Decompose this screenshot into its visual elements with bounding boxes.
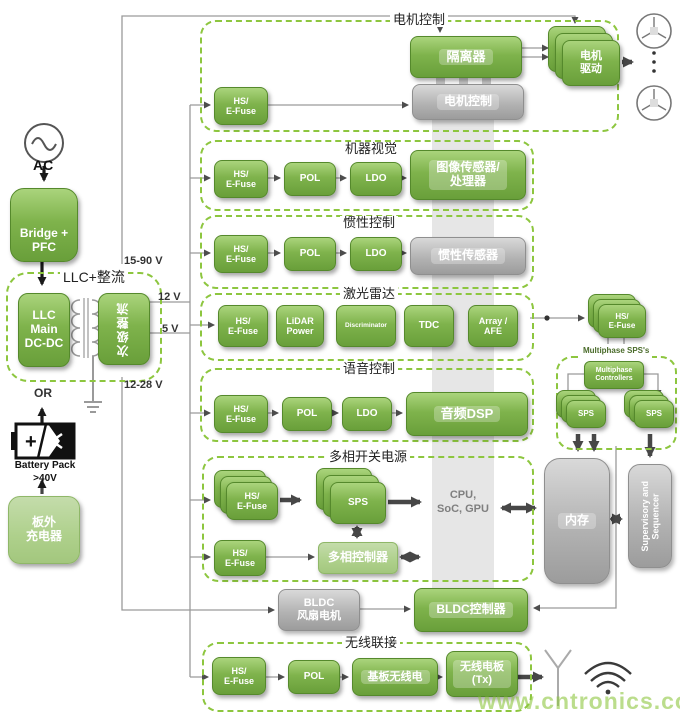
ground-icon (84, 356, 102, 413)
bldc-controller-label: BLDC控制器 (429, 602, 513, 618)
watermark: www.cntronics.com (478, 688, 680, 714)
antenna-icon (544, 649, 572, 706)
sps-block: SPS (330, 482, 386, 524)
or-label: OR (34, 386, 52, 400)
label-inertial-section: 惯性控制 (340, 216, 399, 230)
bold-arrows (280, 56, 656, 683)
voltage-12: 12 V (158, 291, 181, 303)
multiphase-efuse-stack-block: HS/ E-Fuse (226, 482, 278, 520)
inertial-pol-block: POL (284, 237, 336, 271)
supervisor-sequencer-label: Supervisory and Sequencer (639, 480, 660, 552)
wireless-pol-block: POL (288, 660, 340, 694)
isolator-connector-stubs (436, 74, 491, 86)
voice-pol-block: POL (282, 397, 332, 431)
wireless-efuse-block: HS/ E-Fuse (212, 657, 266, 695)
supervisor-sequencer-block: Supervisory and Sequencer (628, 464, 672, 568)
row-wires (264, 44, 662, 681)
inertial-ldo-block: LDO (350, 237, 402, 271)
label-lidar-section: 激光雷达 (340, 287, 399, 301)
voice-ldo-block: LDO (342, 397, 392, 431)
bldc-controller-block: BLDC控制器 (414, 588, 528, 632)
sps-left-block: SPS (566, 400, 606, 428)
audio-dsp-block: 音频DSP (406, 392, 528, 436)
label-multiphase-section: 多相开关电源 (326, 450, 411, 464)
image-sensor-block: 图像传感器/ 处理器 (410, 150, 526, 200)
label-vision-section: 机器视觉 (342, 142, 401, 156)
label-wireless-section: 无线联接 (342, 636, 401, 650)
lidar-discriminator-block: Discriminator (336, 305, 396, 347)
lidar-tdc-block: TDC (404, 305, 454, 347)
sps-stack-left: SPS (556, 390, 606, 428)
audio-dsp-label: 音频DSP (433, 405, 501, 423)
secondary-rectifier-block: 次级整流 (98, 293, 150, 365)
bridge-pfc-block: Bridge + PFC (10, 188, 78, 262)
multiphase-controllers-block: Multiphase Controllers (584, 361, 644, 389)
memory-label: 内存 (557, 513, 596, 529)
vision-pol-block: POL (284, 162, 336, 196)
vision-ldo-block: LDO (350, 162, 402, 196)
voltage-15-90: 15-90 V (124, 255, 163, 267)
wifi-icon (584, 661, 632, 695)
isolator-label: 隔离器 (439, 48, 493, 66)
ac-label: AC (33, 157, 54, 173)
motor-icon-bottom (636, 85, 672, 121)
memory-block: 内存 (544, 458, 610, 584)
motor-drive-stack: 电机 驱动 (548, 26, 620, 86)
inertial-sensor-label: 惯性传感器 (430, 248, 505, 264)
offboard-charger-block: 板外 充电器 (8, 496, 80, 564)
right-efuse-block: HS/ E-Fuse (598, 304, 646, 338)
ac-source-icon (24, 123, 64, 163)
voltage-12-28: 12-28 V (124, 379, 163, 391)
llc-main-dcdc-block: LLC Main DC-DC (18, 293, 70, 367)
inertial-efuse-block: HS/ E-Fuse (214, 235, 268, 273)
vision-efuse-block: HS/ E-Fuse (214, 160, 268, 198)
voice-efuse-block: HS/ E-Fuse (214, 395, 268, 433)
label-voice-section: 语音控制 (340, 362, 399, 376)
lidar-array-afe-block: Array / AFE (468, 305, 518, 347)
section-box-vision (200, 140, 534, 211)
cpu-soc-gpu-label: CPU, SoC, GPU (437, 489, 489, 516)
label-motor-section: 电机控制 (390, 13, 449, 27)
label-multiphase-sps-group: Multiphase SPS's (580, 344, 653, 358)
junction-dot (544, 315, 550, 321)
multiphase-efuse-block: HS/ E-Fuse (214, 540, 266, 576)
image-sensor-label: 图像传感器/ 处理器 (429, 160, 507, 190)
ellipsis-dots (652, 51, 656, 73)
motor-efuse-block: HS/ E-Fuse (214, 87, 268, 125)
voltage-5: 5 V (162, 323, 179, 335)
power-buses (121, 15, 585, 681)
battery-label: Battery Pack >40V (14, 460, 76, 484)
secondary-rectifier-label: 次级整流 (116, 301, 131, 357)
right-efuse-stack: HS/ E-Fuse (588, 294, 646, 338)
radio-board-tx-label: 无线电板 (Tx) (453, 660, 511, 688)
baseboard-radio-block: 基板无线电 (352, 658, 438, 696)
multiphase-efuse-stack: HS/ E-Fuse (214, 470, 278, 520)
motor-controller-label: 电机控制 (436, 94, 499, 110)
radio-board-tx-block: 无线电板 (Tx) (446, 651, 518, 697)
label-llc-section: LLC+整流 (60, 270, 128, 284)
inertial-sensor-block: 惯性传感器 (410, 237, 526, 275)
sps-stack: SPS (316, 468, 386, 524)
bldc-fan-motor-block: BLDC 风扇电机 (278, 589, 360, 631)
motor-drive-block: 电机 驱动 (562, 40, 620, 86)
multiphase-controller-block: 多相控制器 (318, 542, 398, 574)
isolator-block: 隔离器 (410, 36, 522, 78)
sps-stack-right: SPS (624, 390, 674, 428)
motor-controller-block: 电机控制 (412, 84, 524, 120)
motor-icon-top (636, 13, 672, 49)
sps-right-block: SPS (634, 400, 674, 428)
battery-icon: + (11, 422, 76, 460)
svg-text:+: + (25, 431, 37, 453)
baseboard-radio-label: 基板无线电 (360, 669, 430, 685)
lidar-power-block: LiDAR Power (276, 305, 324, 347)
lidar-efuse-block: HS/ E-Fuse (218, 305, 268, 347)
